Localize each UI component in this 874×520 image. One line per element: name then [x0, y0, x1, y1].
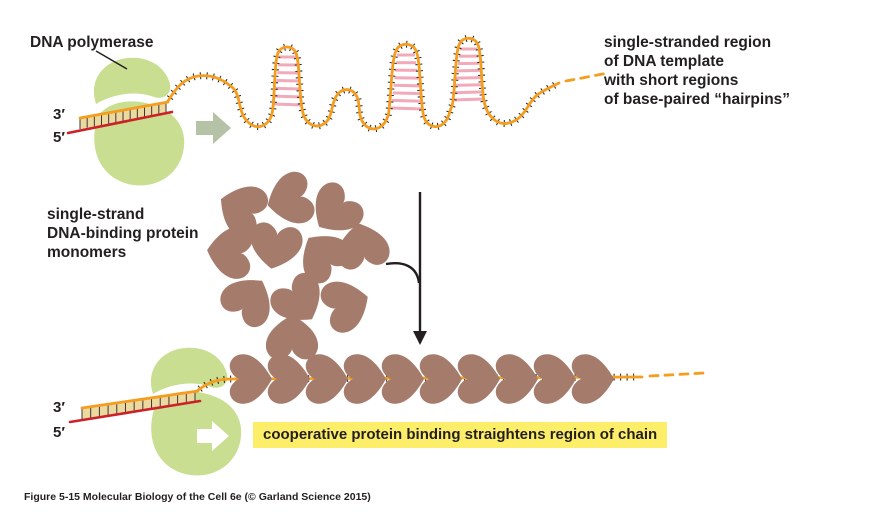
process-down-arrow — [385, 192, 427, 345]
ssb-monomer — [245, 220, 305, 274]
label-line: of DNA template — [604, 53, 724, 70]
ssb-monomer — [317, 272, 377, 337]
template-strand-top-duplex — [78, 100, 170, 120]
cooperative-binding-callout: cooperative protein binding straightens … — [253, 422, 668, 448]
dna-polymerase-label: DNA polymerase — [30, 34, 154, 51]
ssb-monomer — [204, 224, 254, 281]
label-line: single-strand — [47, 206, 145, 223]
ss-template-continues-dashed-bottom — [648, 371, 706, 378]
duplex-bottom — [82, 391, 195, 419]
ss-template-straightened — [195, 375, 644, 393]
hairpin-basepairs-2 — [390, 53, 424, 111]
base-pair-rungs — [79, 102, 167, 129]
three-prime-label-top: 3′ — [53, 106, 65, 123]
ss-template-wavy — [166, 36, 561, 131]
ssb-bound-row — [229, 354, 614, 404]
ss-template-continues-dashed-top — [564, 71, 610, 83]
dna-polymerase-bottom — [150, 347, 242, 476]
ssb-monomer — [265, 315, 319, 360]
label-line: single-stranded region — [604, 34, 772, 51]
label-line: with short regions — [604, 72, 739, 89]
base-pair-rungs — [81, 391, 196, 419]
label-leader-line — [95, 50, 128, 70]
five-prime-label-bottom: 5′ — [53, 424, 65, 441]
five-prime-label-top: 5′ — [53, 129, 65, 146]
label-line: of base-paired “hairpins” — [604, 91, 791, 108]
ssb-monomer — [533, 354, 576, 404]
ssb-monomer — [571, 354, 614, 404]
three-prime-label-bottom: 3′ — [53, 399, 65, 416]
primer-strand-bottom — [68, 399, 202, 424]
polymerase-direction-arrow-icon — [197, 421, 229, 451]
arrowhead-icon — [413, 331, 427, 345]
hairpin-basepairs-3 — [452, 47, 485, 102]
primer-strand-top — [66, 110, 174, 135]
label-line: monomers — [47, 244, 127, 261]
ssb-monomer — [260, 168, 318, 231]
ssb-monomer-cluster — [204, 168, 392, 360]
template-strand-bottom-duplex — [80, 389, 200, 410]
label-line: DNA-binding protein — [47, 225, 199, 242]
figure-caption: Figure 5-15 Molecular Biology of the Cel… — [24, 491, 371, 503]
ssb-monomers-label: single-strand DNA-binding protein monome… — [47, 205, 199, 262]
ss-region-label: single-stranded region of DNA template w… — [604, 33, 790, 109]
rightward-block-arrow-icon — [196, 112, 231, 144]
